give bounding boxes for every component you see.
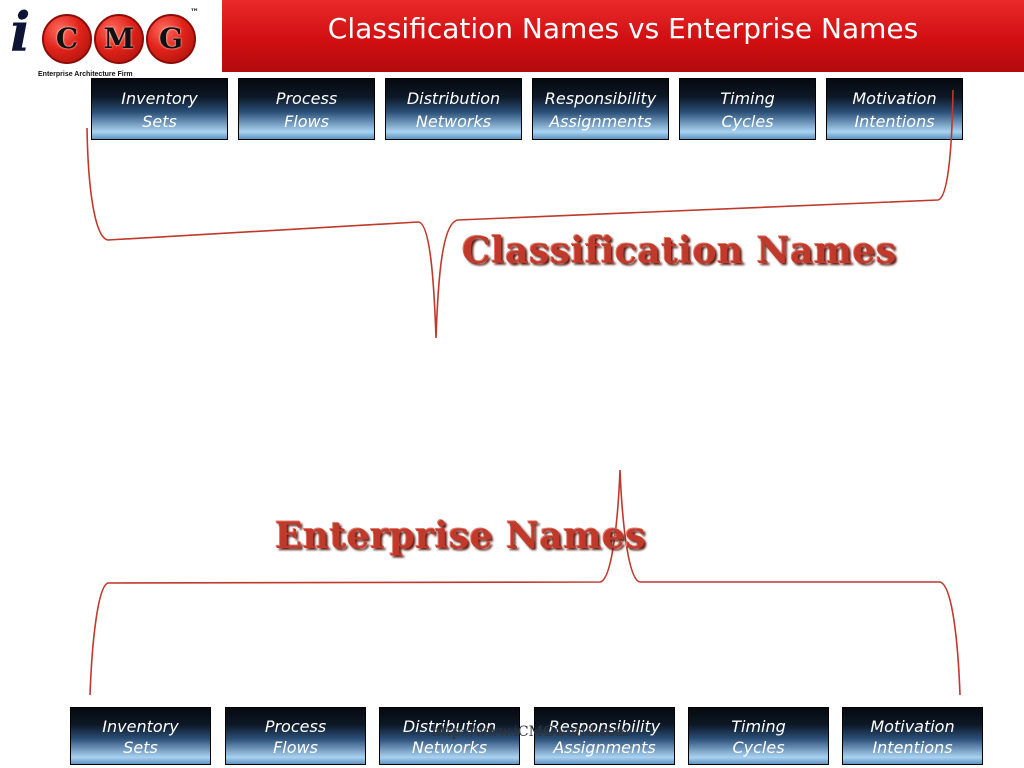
top-tile-process-flows: Process Flows bbox=[238, 78, 375, 140]
icmg-logo: i C M G ™ Enterprise Architecture Firm bbox=[0, 0, 222, 78]
footer-url[interactable]: http://www.iCMGworld.com bbox=[431, 724, 629, 740]
bottom-tile-inventory-sets: Inventory Sets bbox=[70, 707, 211, 765]
classification-names-label: Classification Names bbox=[462, 230, 897, 272]
top-tile-timing-cycles: Timing Cycles bbox=[679, 78, 816, 140]
top-brace bbox=[86, 89, 954, 339]
logo-ball-g: G bbox=[146, 14, 196, 64]
bottom-tile-distribution-networks: Distribution Networks bbox=[379, 707, 520, 765]
top-tile-motivation-intentions: Motivation Intentions bbox=[826, 78, 963, 140]
bottom-tile-timing-cycles: Timing Cycles bbox=[688, 707, 829, 765]
bottom-brace bbox=[89, 469, 961, 696]
logo-ball-m: M bbox=[94, 14, 144, 64]
top-tile-distribution-networks: Distribution Networks bbox=[385, 78, 522, 140]
slide-title: Classification Names vs Enterprise Names bbox=[327, 12, 919, 45]
logo-letter-i: i bbox=[10, 0, 31, 64]
trademark-symbol: ™ bbox=[190, 8, 199, 18]
bottom-tile-motivation-intentions: Motivation Intentions bbox=[842, 707, 983, 765]
bottom-tile-responsibility-assignments: Responsibility Assignments bbox=[534, 707, 675, 765]
bottom-tile-process-flows: Process Flows bbox=[225, 707, 366, 765]
enterprise-names-label: Enterprise Names bbox=[275, 515, 647, 557]
logo-ball-c: C bbox=[42, 14, 92, 64]
logo-tagline: Enterprise Architecture Firm bbox=[38, 71, 133, 78]
top-tile-responsibility-assignments: Responsibility Assignments bbox=[532, 78, 669, 140]
top-tile-inventory-sets: Inventory Sets bbox=[91, 78, 228, 140]
